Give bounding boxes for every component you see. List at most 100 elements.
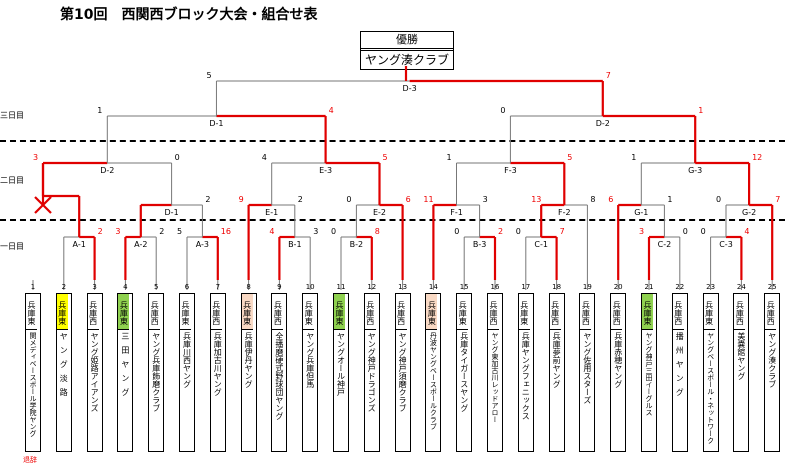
team-entry: 兵庫西ヤング兵庫飾磨クラブ: [148, 293, 165, 452]
team-seed: 22: [675, 283, 685, 291]
score-D-3-right: 7: [605, 71, 611, 80]
team-seed: 19: [582, 283, 592, 291]
match-label-G-2: G-2: [742, 208, 757, 217]
score-G-2-left: 0: [716, 195, 722, 204]
team-seed: 4: [123, 283, 128, 291]
team-seed: 16: [490, 283, 500, 291]
team-prefecture: 兵庫西: [364, 294, 376, 330]
champion-name: ヤング湊クラブ: [361, 50, 453, 69]
team-name: ヤング兵庫飾磨クラブ: [151, 332, 161, 412]
team-name: 兵庫タイガースヤング: [459, 332, 469, 412]
team-entry: 兵庫西ヤング姫路アイアンズ: [86, 293, 103, 452]
team-entry: 兵庫東三田ヤング: [117, 293, 134, 452]
team-name: ヤング淡路: [59, 332, 69, 402]
day-label-2: 二日目: [0, 176, 24, 185]
team-entry: 兵庫西ヤング神戸ドラゴンズ: [363, 293, 380, 452]
team-name: ヤングオール神戸: [336, 332, 346, 396]
team-prefecture: 兵庫東: [118, 294, 130, 330]
team-prefecture: 兵庫西: [395, 294, 407, 330]
team-seed: 3: [92, 283, 97, 291]
day-divider-1: [0, 140, 785, 142]
score-D-2b-right: 1: [698, 106, 704, 115]
team-prefecture: 兵庫東: [26, 294, 37, 330]
score-E-2-left: 0: [346, 195, 352, 204]
score-G-3-right: 12: [752, 153, 763, 162]
team-seed: 1: [30, 283, 36, 291]
match-label-C-1: C-1: [534, 240, 548, 249]
team-seed: 23: [706, 283, 716, 291]
day-label-1: 一日目: [0, 242, 24, 251]
score-E-3-left: 4: [261, 153, 267, 162]
team-name: ヤング姫路アイアンズ: [90, 332, 100, 412]
team-entry: 兵庫西ヤング神戸須磨クラブ: [394, 293, 411, 452]
team-seed: 17: [521, 283, 531, 291]
score-B-2-left: 0: [331, 227, 337, 236]
score-A-3-left: 5: [177, 227, 183, 236]
score-F-2-right: 8: [590, 195, 596, 204]
champion-header: 優勝: [361, 32, 453, 49]
team-name: 全播磨硬式野球団ヤング: [274, 332, 284, 420]
score-G-2-right: 7: [775, 195, 781, 204]
team-seed: 18: [552, 283, 562, 291]
team-name: ヤング神戸三田イーグルス: [645, 332, 653, 416]
team-prefecture: 兵庫東: [457, 294, 469, 330]
score-G-3-left: 1: [631, 153, 637, 162]
team-entry: 兵庫東兵庫伊丹ヤング: [240, 293, 257, 452]
score-D-1b-left: 1: [97, 106, 103, 115]
day-label-3: 三日目: [0, 111, 24, 120]
team-seed: 11: [336, 283, 346, 291]
team-seed: 12: [367, 283, 377, 291]
team-name: 兵庫加古川ヤング: [213, 332, 223, 396]
team-name: ヤング神戸須磨クラブ: [398, 332, 408, 412]
score-F-3-right: 5: [567, 153, 573, 162]
match-label-E-3: E-3: [319, 166, 333, 175]
team-prefecture: 兵庫東: [703, 294, 715, 330]
team-entry: 兵庫東ヤングベースボール・ネットワーク: [702, 293, 719, 452]
score-D-2-right: 0: [174, 153, 180, 162]
team-prefecture: 兵庫東: [334, 294, 345, 330]
withdrawn-note: 退辞: [23, 456, 37, 464]
score-F-3-left: 1: [446, 153, 452, 162]
team-entry: 兵庫東兵庫タイガースヤング: [456, 293, 473, 452]
team-name: ヤング佐用スターズ: [582, 332, 592, 404]
team-entry: 兵庫東ヤング神戸三田イーグルス: [641, 293, 657, 452]
team-seed: 15: [459, 283, 469, 291]
team-entry: 兵庫東ヤング兵庫但馬: [302, 293, 319, 452]
team-prefecture: 兵庫東: [241, 294, 253, 330]
team-entry: 兵庫東丹波ヤングベースボールクラブ: [425, 293, 442, 452]
team-entry: 兵庫西ヤング湊クラブ: [764, 293, 781, 452]
team-name: ヤング東加古川レッドアロー: [491, 332, 499, 423]
team-prefecture: 兵庫東: [56, 294, 68, 330]
team-seed: 20: [613, 283, 623, 291]
team-name: 関メディベースボール学院ヤング: [29, 332, 37, 437]
match-label-D-2: D-2: [100, 166, 115, 175]
match-label-A-2: A-2: [134, 240, 148, 249]
team-seed: 25: [767, 283, 777, 291]
match-label-C-3: C-3: [719, 240, 733, 249]
score-B-3-left: 0: [454, 227, 460, 236]
team-prefecture: 兵庫東: [642, 294, 653, 330]
team-entry: 兵庫西兵庫夢前ヤング: [548, 293, 565, 452]
score-B-2-right: 8: [374, 227, 380, 236]
match-label-D-2b: D-2: [595, 119, 610, 128]
score-F-1-right: 3: [482, 195, 488, 204]
score-A-2-right: 2: [159, 227, 165, 236]
match-label-D-1: D-1: [164, 208, 179, 217]
withdrawn-cross-b: [34, 196, 52, 214]
team-name: ヤング兵庫但馬: [305, 332, 315, 388]
score-C-3-right: 4: [744, 227, 750, 236]
score-F-2-left: 13: [531, 195, 542, 204]
score-C-1-left: 0: [515, 227, 521, 236]
score-C-2-right: 0: [682, 227, 688, 236]
team-entry: 兵庫東関メディベースボール学院ヤング: [25, 293, 41, 452]
score-E-3-right: 5: [382, 153, 388, 162]
match-label-F-1: F-1: [450, 208, 463, 217]
team-entry: 兵庫西ヤング東加古川レッドアロー: [487, 293, 503, 452]
team-name: ヤングベースボール・ネットワーク: [706, 332, 715, 444]
team-prefecture: 兵庫西: [672, 294, 684, 330]
match-label-F-3: F-3: [504, 166, 517, 175]
team-prefecture: 兵庫西: [488, 294, 499, 330]
team-name: ヤング湊クラブ: [767, 332, 777, 388]
score-B-1-right: 3: [313, 227, 319, 236]
team-seed: 9: [277, 283, 282, 291]
